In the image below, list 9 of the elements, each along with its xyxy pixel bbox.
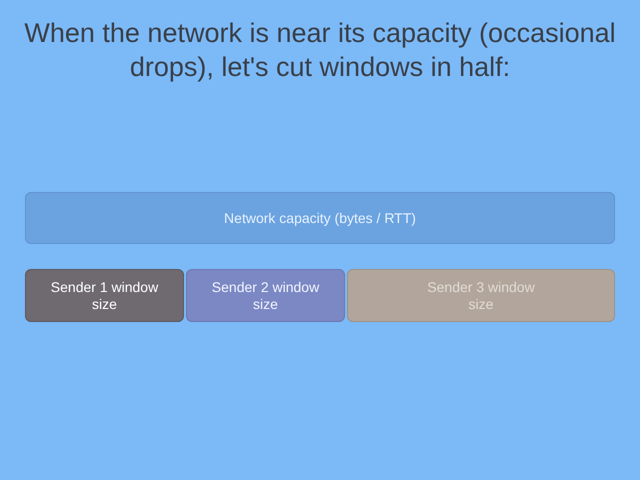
slide-title: When the network is near its capacity (occasional drops), let's cut windows in half:	[23, 17, 617, 84]
bar-label: Sender 3 window size	[426, 278, 536, 312]
capacity-bar	[25, 192, 615, 244]
bar-label: Sender 2 window size	[210, 278, 320, 312]
window-bar	[186, 269, 345, 322]
bar-label: Network capacity (bytes / RTT)	[224, 210, 416, 226]
bar-label: Sender 1 window size	[50, 278, 160, 312]
window-bar	[25, 269, 184, 322]
window-bar	[347, 269, 615, 322]
